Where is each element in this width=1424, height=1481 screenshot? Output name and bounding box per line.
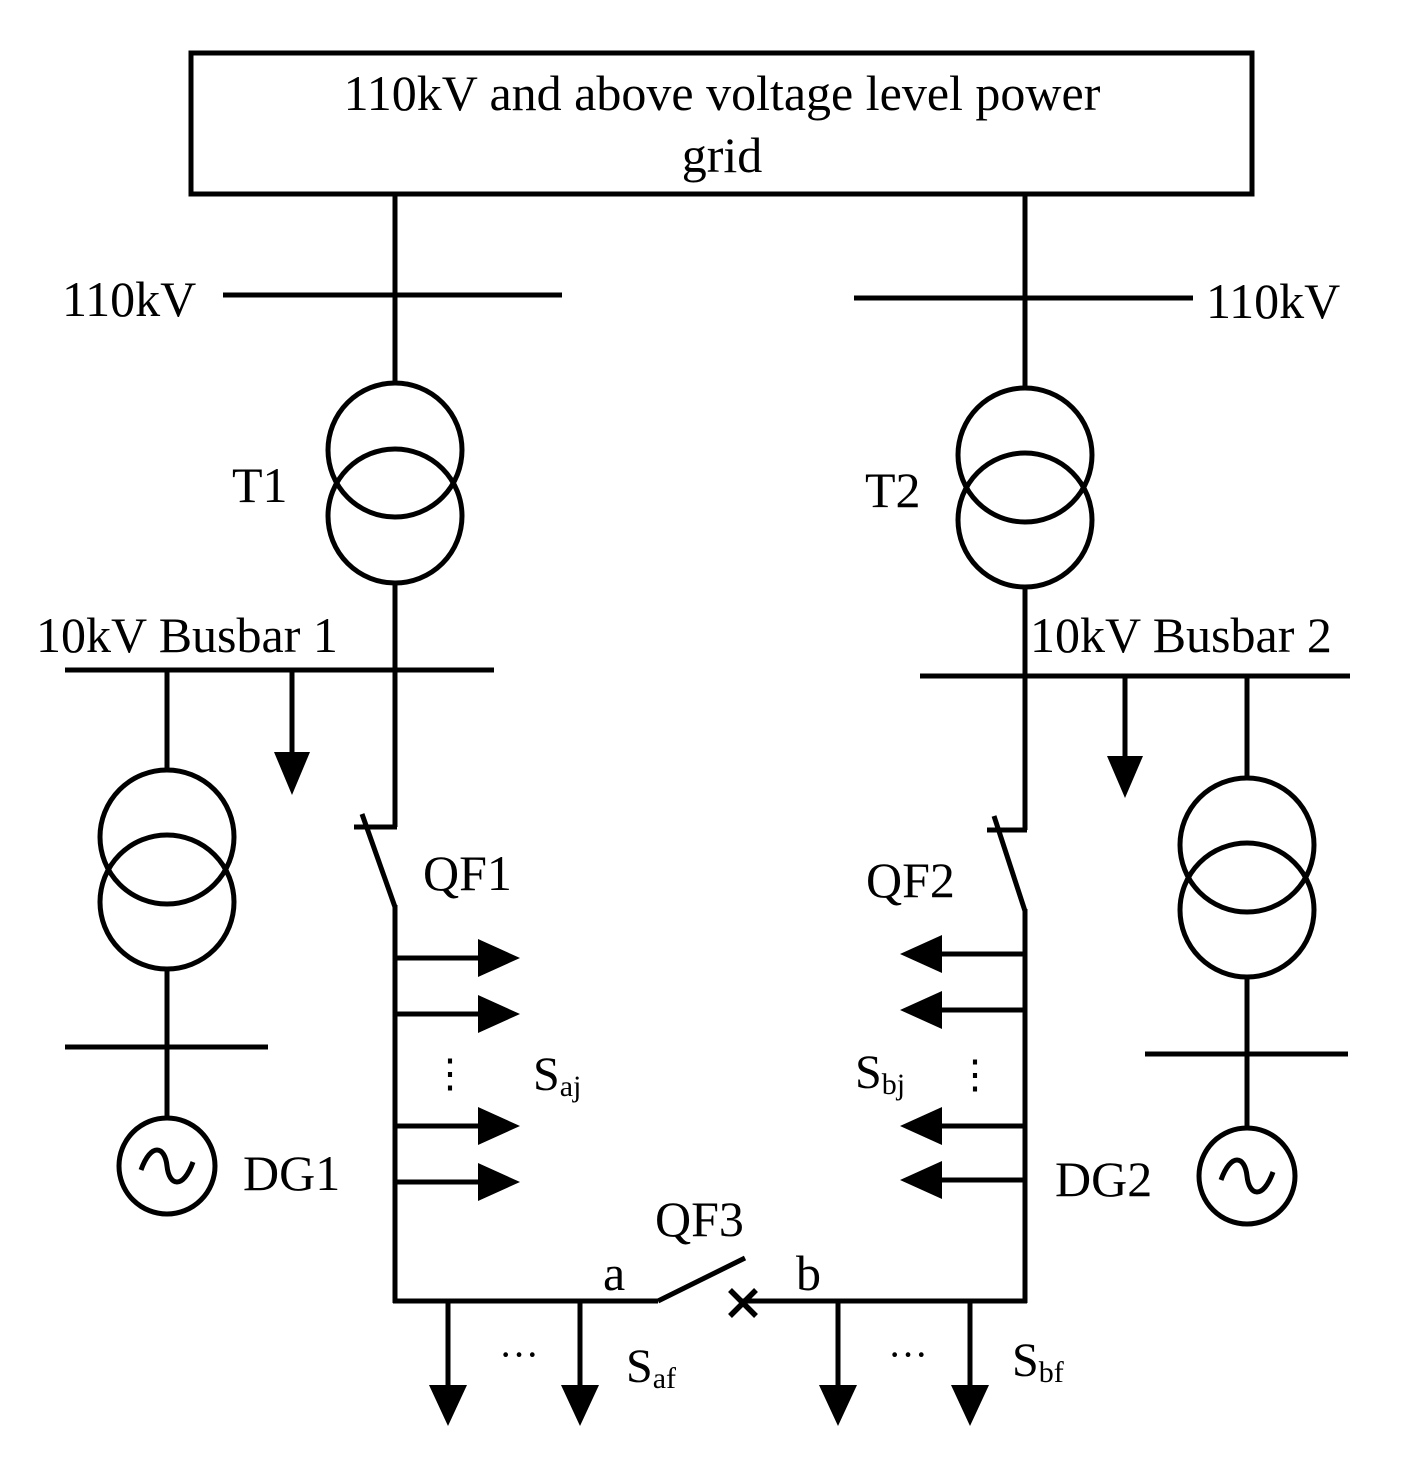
sbf-label: Sbf [1012,1334,1064,1389]
qf2-label: QF2 [866,852,955,908]
left-feeder: 110kV T1 10kV Busbar 1 DG1 QF1 [36,194,581,1303]
point-a-label: a [603,1245,625,1301]
sbj-label: Sbj [855,1046,905,1101]
tie-section: QF3 a b ··· Saf ··· Sbf [393,1191,1064,1426]
qf3-switch-blade [656,1255,747,1304]
right-110kv-label: 110kV [1206,273,1340,329]
power-grid-box [188,50,1255,197]
t2-label: T2 [865,462,921,518]
saj-arrowhead-3 [478,1107,520,1145]
qf3-open-mark-b [728,1288,758,1318]
saj-arrowhead-1 [478,939,520,977]
saj-vertical-dots: ⋮ [430,1051,470,1096]
busbar-1-label: 10kV Busbar 1 [36,607,338,663]
saf-label: Saf [626,1340,676,1395]
right-feeder: 110kV T2 10kV Busbar 2 DG2 QF2 [854,194,1350,1303]
dg1-sine-icon [138,1147,196,1185]
dg1-label: DG1 [243,1145,340,1201]
saf-arrowhead-2 [561,1385,599,1426]
saf-horizontal-dots: ··· [499,1332,539,1377]
saj-arrowhead-4 [478,1163,520,1201]
dg2-generator-icon [1196,1125,1298,1227]
saj-arrowhead-2 [478,995,520,1033]
t1-label: T1 [232,457,288,513]
dg2-transformer-primary [1177,775,1317,915]
t2-winding-primary [955,385,1095,525]
sbf-arrowhead-2 [951,1385,989,1426]
sbf-arrowhead-1 [819,1385,857,1426]
t1-winding-primary [325,380,465,520]
dg2-label: DG2 [1055,1151,1152,1207]
grid-box-title-line2: grid [682,127,763,183]
sbj-arrowhead-2 [900,991,942,1029]
point-b-label: b [796,1245,821,1301]
dg2-sine-icon [1218,1157,1276,1195]
left-110kv-label: 110kV [62,271,196,327]
qf1-label: QF1 [423,845,512,901]
sbf-horizontal-dots: ··· [888,1332,928,1377]
dg1-generator-icon [116,1115,218,1217]
sbj-arrowhead-1 [900,935,942,973]
grid-box-title-line1: 110kV and above voltage level power [344,65,1101,121]
dg1-transformer-primary [97,767,237,907]
sbj-arrowhead-3 [900,1107,942,1145]
busbar-2-label: 10kV Busbar 2 [1030,607,1332,663]
qf2-switch-blade [991,815,1028,912]
saj-label: Saj [533,1048,581,1103]
sbj-vertical-dots: ⋮ [955,1052,995,1097]
busbar-2-load-arrowhead [1107,756,1143,798]
sbj-arrowhead-4 [900,1161,942,1199]
qf1-switch-blade [359,813,398,908]
saf-arrowhead-1 [429,1385,467,1426]
qf3-label: QF3 [655,1191,744,1247]
busbar-1-load-arrowhead [274,752,310,795]
